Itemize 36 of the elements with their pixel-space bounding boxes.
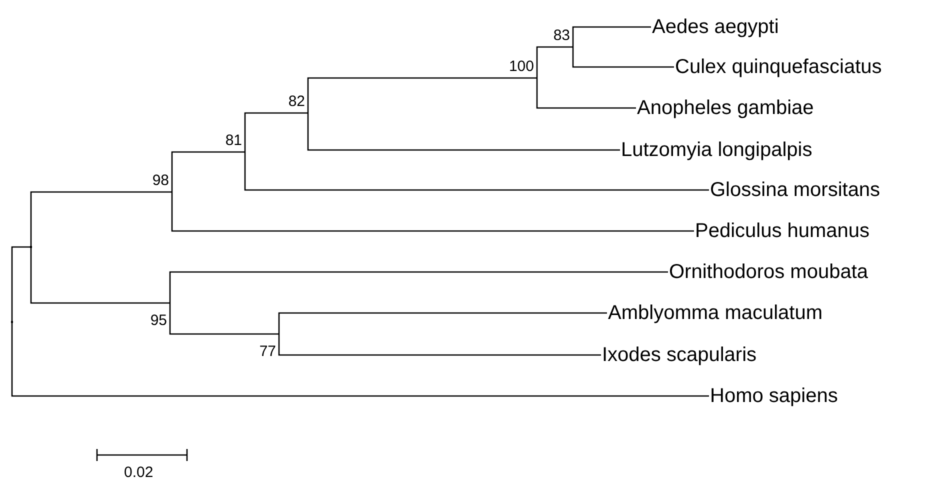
tree-branch: [171, 192, 694, 232]
taxon-label: Homo sapiens: [710, 385, 838, 407]
tree-branch: [572, 26, 651, 47]
bootstrap-value: 95: [150, 313, 167, 329]
taxon-label: Glossina morsitans: [710, 179, 880, 201]
tree-branch: [536, 46, 573, 78]
bootstrap-value: 82: [288, 94, 305, 110]
taxon-label: Pediculus humanus: [695, 220, 870, 242]
taxon-label: Lutzomyia longipalpis: [621, 139, 812, 161]
tree-branch: [536, 78, 636, 109]
bootstrap-value: 100: [508, 59, 534, 75]
tree-branch: [278, 312, 607, 334]
tree-branch: [278, 334, 601, 356]
taxon-label: Anopheles gambiae: [637, 97, 814, 119]
taxon-label: Ixodes scapularis: [602, 344, 757, 366]
bootstrap-value: 77: [259, 344, 276, 360]
tree-branch: [244, 112, 308, 152]
tree-branch: [11, 322, 709, 397]
bootstrap-value: 81: [225, 133, 242, 149]
tree-branch: [307, 113, 620, 151]
tree-branch: [572, 47, 674, 68]
tree-branch: [169, 303, 279, 335]
tree-branch: [244, 152, 709, 191]
tree-branch: [169, 271, 668, 303]
taxon-label: Aedes aegypti: [652, 16, 779, 38]
taxon-label: Culex quinquefasciatus: [675, 56, 882, 78]
tree-branch: [171, 151, 245, 192]
tree-branch: [11, 246, 31, 322]
tree-branch: [30, 191, 172, 247]
tree-branch: [307, 77, 537, 113]
bootstrap-value: 83: [553, 28, 570, 44]
scale-value: 0.02: [124, 465, 154, 481]
bootstrap-value: 98: [152, 173, 169, 189]
tree-branch: [30, 247, 170, 304]
taxon-label: Ornithodoros moubata: [669, 261, 868, 283]
taxon-label: Amblyomma maculatum: [608, 302, 823, 324]
